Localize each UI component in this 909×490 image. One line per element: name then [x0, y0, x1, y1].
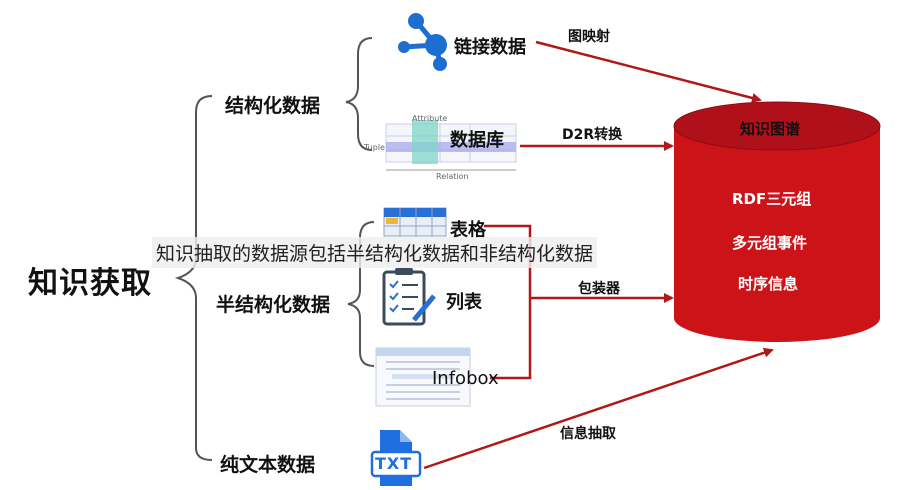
- source-table: 表格: [450, 220, 486, 241]
- edge-extraction-label: 信息抽取: [560, 426, 616, 442]
- category-semi-structured: 半结构化数据: [216, 294, 331, 316]
- source-database: 数据库: [450, 130, 504, 151]
- kg-title: 知识图谱: [740, 120, 801, 138]
- category-structured: 结构化数据: [225, 95, 321, 117]
- structured-bracket: [345, 37, 373, 151]
- list-icon: [382, 268, 436, 326]
- root-bracket: [174, 95, 213, 461]
- semi-bracket: [347, 221, 375, 367]
- kg-item-rdf: RDF三元组: [732, 190, 812, 208]
- source-linked-data: 链接数据: [454, 37, 526, 58]
- kg-item-event: 多元组事件: [732, 234, 808, 252]
- caption-overlay: 知识抽取的数据源包括半结构化数据和非结构化数据: [152, 237, 598, 268]
- linked-data-icon: [398, 13, 447, 71]
- edge-d2r-label: D2R转换: [562, 127, 623, 143]
- kg-item-temporal: 时序信息: [738, 275, 799, 293]
- category-plain-text: 纯文本数据: [220, 454, 316, 476]
- db-relation-label: Relation: [436, 172, 469, 181]
- infobox-icon: [375, 347, 471, 407]
- extraction-arrow: [423, 347, 774, 470]
- database-icon: [385, 120, 517, 171]
- knowledge-graph-cylinder: [673, 101, 881, 342]
- edge-wrapper-label: 包装器: [578, 281, 620, 297]
- db-attribute-label: Attribute: [412, 114, 448, 123]
- source-list: 列表: [446, 292, 482, 313]
- semi-collector: [484, 224, 532, 380]
- edge-mapping-label: 图映射: [568, 29, 610, 45]
- txt-icon-label: TXT: [375, 454, 413, 473]
- root-label: 知识获取: [28, 266, 152, 301]
- table-icon: [383, 207, 447, 237]
- txt-file-icon: [370, 430, 422, 486]
- source-infobox: Infobox: [432, 368, 499, 389]
- db-tuple-label: Tuple: [364, 143, 385, 152]
- mapping-arrow: [535, 40, 762, 103]
